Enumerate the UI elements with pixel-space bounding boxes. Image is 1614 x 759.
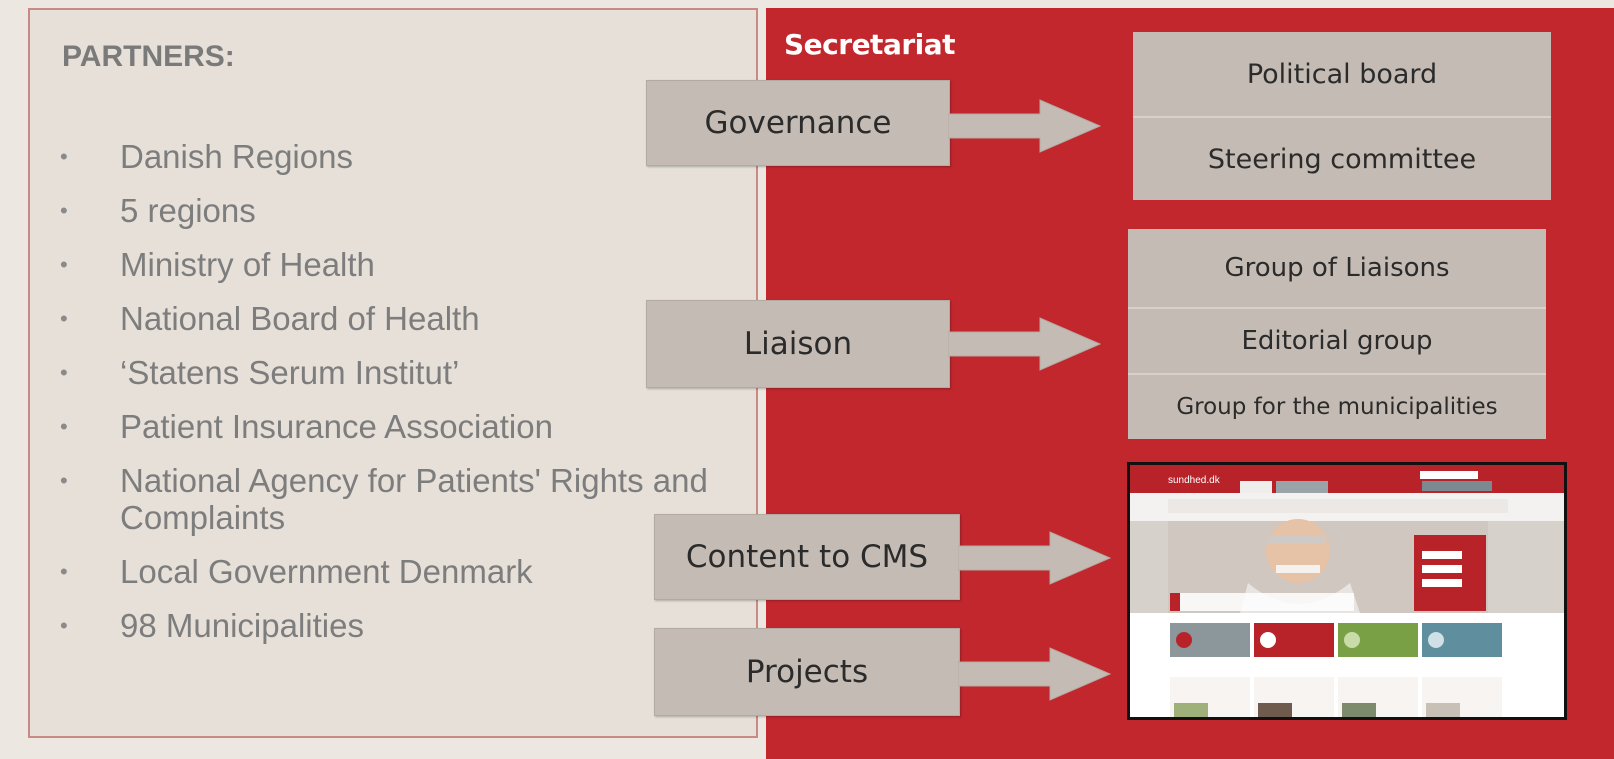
bullet-icon: • bbox=[60, 613, 68, 638]
bullet-icon: • bbox=[60, 252, 68, 277]
projects-label: Projects bbox=[745, 654, 869, 690]
list-item: •National Board of Health bbox=[60, 300, 480, 337]
content-to-cms-box: Content to CMS bbox=[654, 514, 960, 600]
editorial-group-box: Editorial group bbox=[1128, 309, 1546, 375]
partners-list: •Danish Regions •5 regions •Ministry of … bbox=[58, 138, 718, 661]
bullet-icon: • bbox=[60, 198, 68, 223]
site-logo: sundhed.dk bbox=[1168, 475, 1221, 486]
bullet-icon: • bbox=[60, 559, 68, 584]
list-item: •5 regions bbox=[60, 192, 256, 229]
governance-box: Governance bbox=[646, 80, 950, 166]
projects-box: Projects bbox=[654, 628, 960, 716]
liaison-label: Liaison bbox=[743, 326, 853, 362]
governance-label: Governance bbox=[704, 105, 892, 141]
group-of-liaisons-box: Group of Liaisons bbox=[1128, 229, 1546, 309]
partners-title: PARTNERS: bbox=[62, 40, 235, 73]
list-item: •Local Government Denmark bbox=[60, 553, 533, 590]
website-screenshot-image: sundhed.dk bbox=[1130, 465, 1564, 717]
governance-arrow-icon bbox=[948, 99, 1102, 153]
steering-committee-box: Steering committee bbox=[1133, 118, 1551, 200]
bullet-icon: • bbox=[60, 414, 68, 439]
partners-panel: PARTNERS: •Danish Regions •5 regions •Mi… bbox=[28, 8, 758, 738]
list-item: •‘Statens Serum Institut’ bbox=[60, 354, 460, 391]
bullet-icon: • bbox=[60, 360, 68, 385]
list-item: •Danish Regions bbox=[60, 138, 353, 175]
bullet-icon: • bbox=[60, 144, 68, 169]
website-screenshot: sundhed.dk bbox=[1127, 462, 1567, 720]
municipalities-group-box: Group for the municipalities bbox=[1128, 375, 1546, 439]
bullet-icon: • bbox=[60, 468, 68, 493]
governance-targets: Political board Steering committee bbox=[1133, 32, 1551, 200]
list-item: •National Agency for Patients' Rights an… bbox=[60, 462, 708, 536]
list-item: •98 Municipalities bbox=[60, 607, 364, 644]
bullet-icon: • bbox=[60, 306, 68, 331]
liaison-targets: Group of Liaisons Editorial group Group … bbox=[1128, 229, 1546, 439]
secretariat-title: Secretariat bbox=[784, 28, 956, 61]
content-to-cms-label: Content to CMS bbox=[685, 539, 929, 575]
liaison-box: Liaison bbox=[646, 300, 950, 388]
content-arrow-icon bbox=[958, 531, 1112, 585]
list-item: •Patient Insurance Association bbox=[60, 408, 553, 445]
list-item: •Ministry of Health bbox=[60, 246, 375, 283]
projects-arrow-icon bbox=[958, 647, 1112, 701]
political-board-box: Political board bbox=[1133, 32, 1551, 118]
liaison-arrow-icon bbox=[948, 317, 1102, 371]
